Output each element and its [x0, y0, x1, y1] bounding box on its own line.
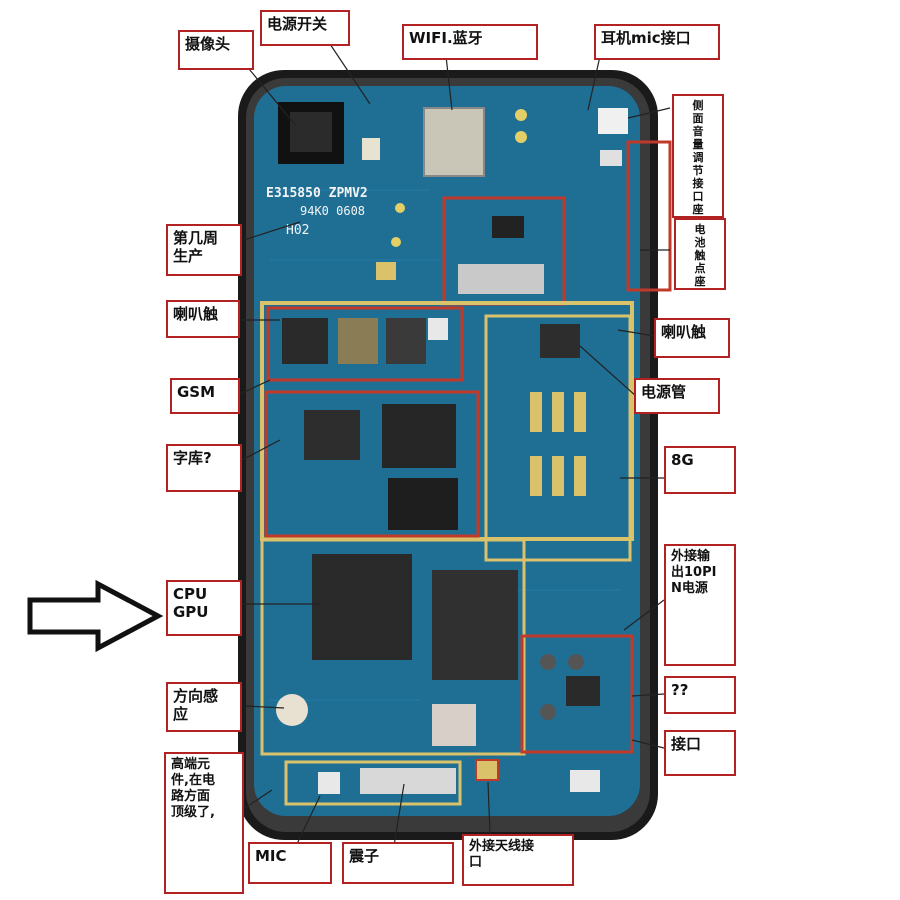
vibrator-part	[360, 768, 456, 794]
label-power-tube: 电源管	[634, 378, 720, 414]
gsm-chip-4	[428, 318, 448, 340]
storage-contacts	[530, 392, 586, 496]
battery-contact-parts	[458, 264, 544, 294]
font-lib-chip-2	[382, 404, 456, 468]
label-power-switch: 电源开关	[260, 10, 350, 46]
label-high-end: 高端元 件,在电 路方面 顶级了,	[164, 752, 244, 894]
bottom-strip	[284, 760, 462, 806]
high-end-part	[432, 704, 476, 746]
pad	[515, 131, 527, 143]
pad	[515, 109, 527, 121]
gsm-chip-1	[282, 318, 328, 364]
camera-lens	[290, 112, 332, 152]
cpu-chip	[312, 554, 412, 660]
label-ext-antenna: 外接天线接 口	[462, 834, 574, 886]
bottom-connector	[570, 770, 600, 792]
wifi-chip	[423, 107, 485, 177]
pad	[395, 203, 405, 213]
arrow-right-icon	[27, 579, 164, 653]
antenna-connector	[475, 759, 499, 781]
label-interface: 接口	[664, 730, 736, 776]
storage-area-box	[484, 314, 632, 562]
gsm-chip-2	[338, 318, 378, 364]
antenna-pad	[376, 262, 396, 280]
label-speaker-contact-left: 喇叭触	[166, 300, 240, 338]
label-vibrator: 震子	[342, 842, 454, 884]
label-unknown: ??	[664, 676, 736, 714]
label-speaker-contact-right: 喇叭触	[654, 318, 730, 358]
board-rev: H02	[286, 223, 309, 238]
cpu-area-box	[260, 538, 526, 756]
ext-part	[540, 654, 556, 670]
ext-power-box	[520, 634, 634, 754]
gpu-chip	[432, 570, 518, 680]
label-volume-side: 侧 面 音 量 调 节 接 口 座	[672, 94, 724, 218]
label-mic: MIC	[248, 842, 332, 884]
small-chip	[492, 216, 524, 238]
pad	[391, 237, 401, 247]
gsm-chip-3	[386, 318, 426, 364]
label-battery-contact: 电 池 触 点 座	[674, 218, 726, 290]
font-lib-chip-1	[304, 410, 360, 460]
font-lib-box	[264, 390, 480, 538]
gsm-box	[266, 306, 464, 382]
label-gsm: GSM	[170, 378, 240, 414]
label-font-lib: 字库?	[166, 444, 242, 492]
board-serial: E315850 ZPMV2	[266, 186, 368, 201]
power-tube-chip	[540, 324, 580, 358]
mic-part	[318, 772, 340, 794]
ext-part	[540, 704, 556, 720]
leader-lines	[239, 43, 671, 847]
font-lib-chip-3	[388, 478, 458, 530]
power-switch-part	[362, 138, 380, 160]
label-compass: 方向感 应	[166, 682, 242, 732]
label-camera: 摄像头	[178, 30, 254, 70]
label-wifi-bt: WIFI.蓝牙	[402, 24, 538, 60]
label-8g: 8G	[664, 446, 736, 494]
volume-connector-box	[626, 140, 672, 292]
label-headphone-mic: 耳机mic接口	[594, 24, 720, 60]
connector-right	[600, 150, 622, 166]
ext-chip	[566, 676, 600, 706]
board-code: 94K0 0608	[300, 204, 365, 218]
headphone-connector	[598, 108, 628, 134]
label-ext-output: 外接输 出10PI N电源	[664, 544, 736, 666]
label-cpu-gpu: CPU GPU	[166, 580, 242, 636]
compass-part	[276, 694, 308, 726]
label-production-week: 第几周 生产	[166, 224, 242, 276]
ext-part	[568, 654, 584, 670]
